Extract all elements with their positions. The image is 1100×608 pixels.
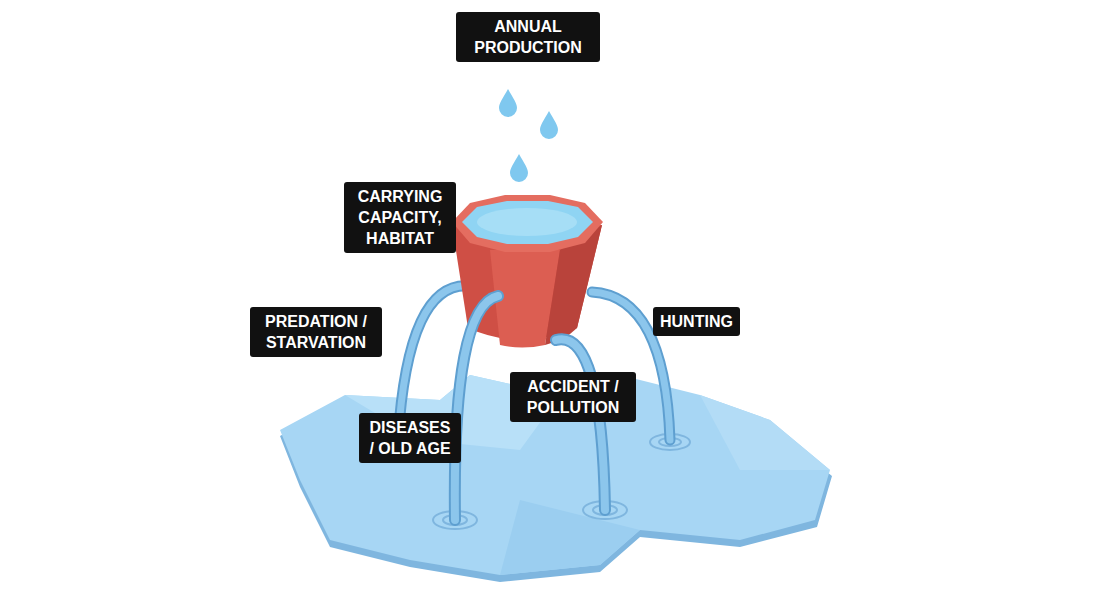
label-text: ANNUAL PRODUCTION [463,16,593,58]
label-box: CARRYING CAPACITY, HABITAT [344,182,456,253]
label-box: HUNTING [653,307,740,336]
bucket-rim [452,195,603,252]
label-text: ACCIDENT / POLLUTION [517,376,629,418]
label-box: ACCIDENT / POLLUTION [510,372,636,422]
label-box: PREDATION / STARVATION [250,307,382,357]
label-text: PREDATION / STARVATION [257,311,375,353]
rain-drops [499,89,558,182]
label-box: ANNUAL PRODUCTION [456,12,600,62]
puddle-facet [700,395,830,470]
label-text: HUNTING [660,311,733,332]
label-box: DISEASES / OLD AGE [359,413,461,463]
label-text: DISEASES / OLD AGE [366,417,454,459]
bucket-water [462,201,593,244]
water-shine [477,208,577,236]
puddle-facet [500,500,640,575]
label-text: CARRYING CAPACITY, HABITAT [351,186,449,249]
puddle [280,375,830,575]
